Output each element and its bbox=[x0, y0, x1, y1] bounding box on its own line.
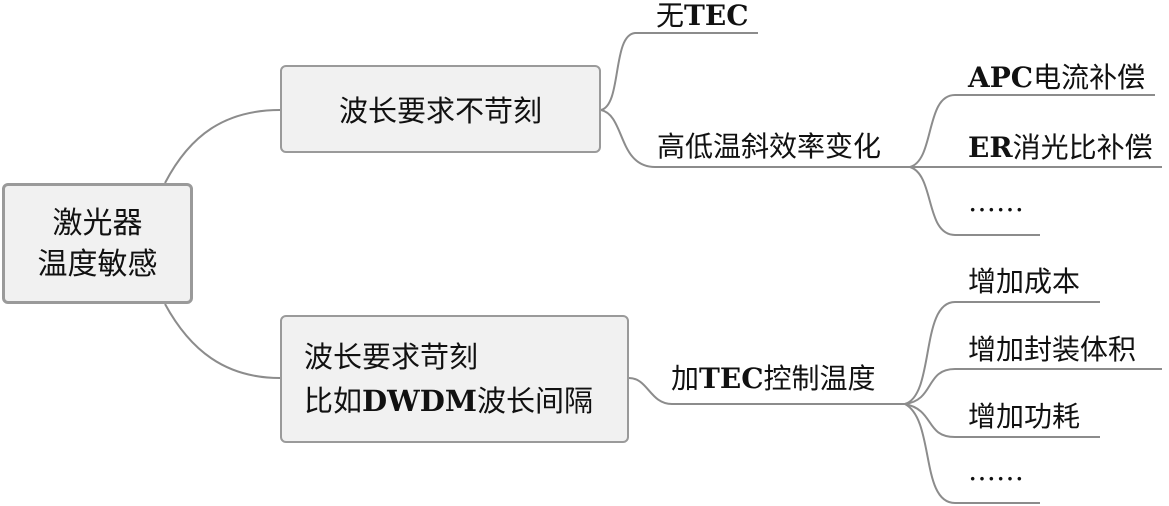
leaf-no-tec: 无TEC bbox=[656, 0, 749, 32]
branch-b-line1: 波长要求苛刻 bbox=[304, 340, 479, 374]
connector-b-tec bbox=[628, 377, 905, 405]
connector-tec-power bbox=[904, 403, 1100, 438]
leaf-er: ER消光比补偿 bbox=[968, 131, 1153, 164]
root-line2: 温度敏感 bbox=[37, 246, 158, 282]
branch-b-line2: 比如DWDM波长间隔 bbox=[304, 384, 593, 418]
connector-tec-cost bbox=[904, 301, 1100, 405]
branch-a-node: 波长要求不苛刻 bbox=[280, 65, 601, 153]
leaf-volume: 增加封装体积 bbox=[968, 333, 1137, 366]
connector-tec-volume bbox=[904, 368, 1162, 405]
leaf-tec-control: 加TEC控制温度 bbox=[671, 362, 876, 395]
connector-root-b bbox=[164, 303, 281, 379]
connector-slope-apc bbox=[909, 94, 1155, 168]
leaf-slope-label: 高低温斜效率变化 bbox=[657, 130, 882, 163]
connector-root-a bbox=[164, 109, 281, 184]
leaf-apc: APC电流补偿 bbox=[968, 61, 1146, 94]
leaf-tec-ellipsis: …… bbox=[968, 454, 1024, 487]
leaf-slope-ellipsis: …… bbox=[968, 185, 1024, 218]
connector-a-slope bbox=[600, 109, 910, 168]
root-node: 激光器 温度敏感 bbox=[2, 183, 193, 304]
branch-a-label: 波长要求不苛刻 bbox=[338, 94, 542, 128]
leaf-power: 增加功耗 bbox=[968, 400, 1081, 433]
branch-b-node: 波长要求苛刻 比如DWDM波长间隔 bbox=[280, 315, 629, 443]
connector-a-notec bbox=[600, 32, 758, 111]
leaf-cost: 增加成本 bbox=[968, 265, 1081, 298]
root-line1: 激光器 bbox=[52, 205, 143, 241]
connector-slope-ellipsis bbox=[909, 166, 1040, 236]
connector-tec-ellipsis bbox=[904, 403, 1040, 504]
